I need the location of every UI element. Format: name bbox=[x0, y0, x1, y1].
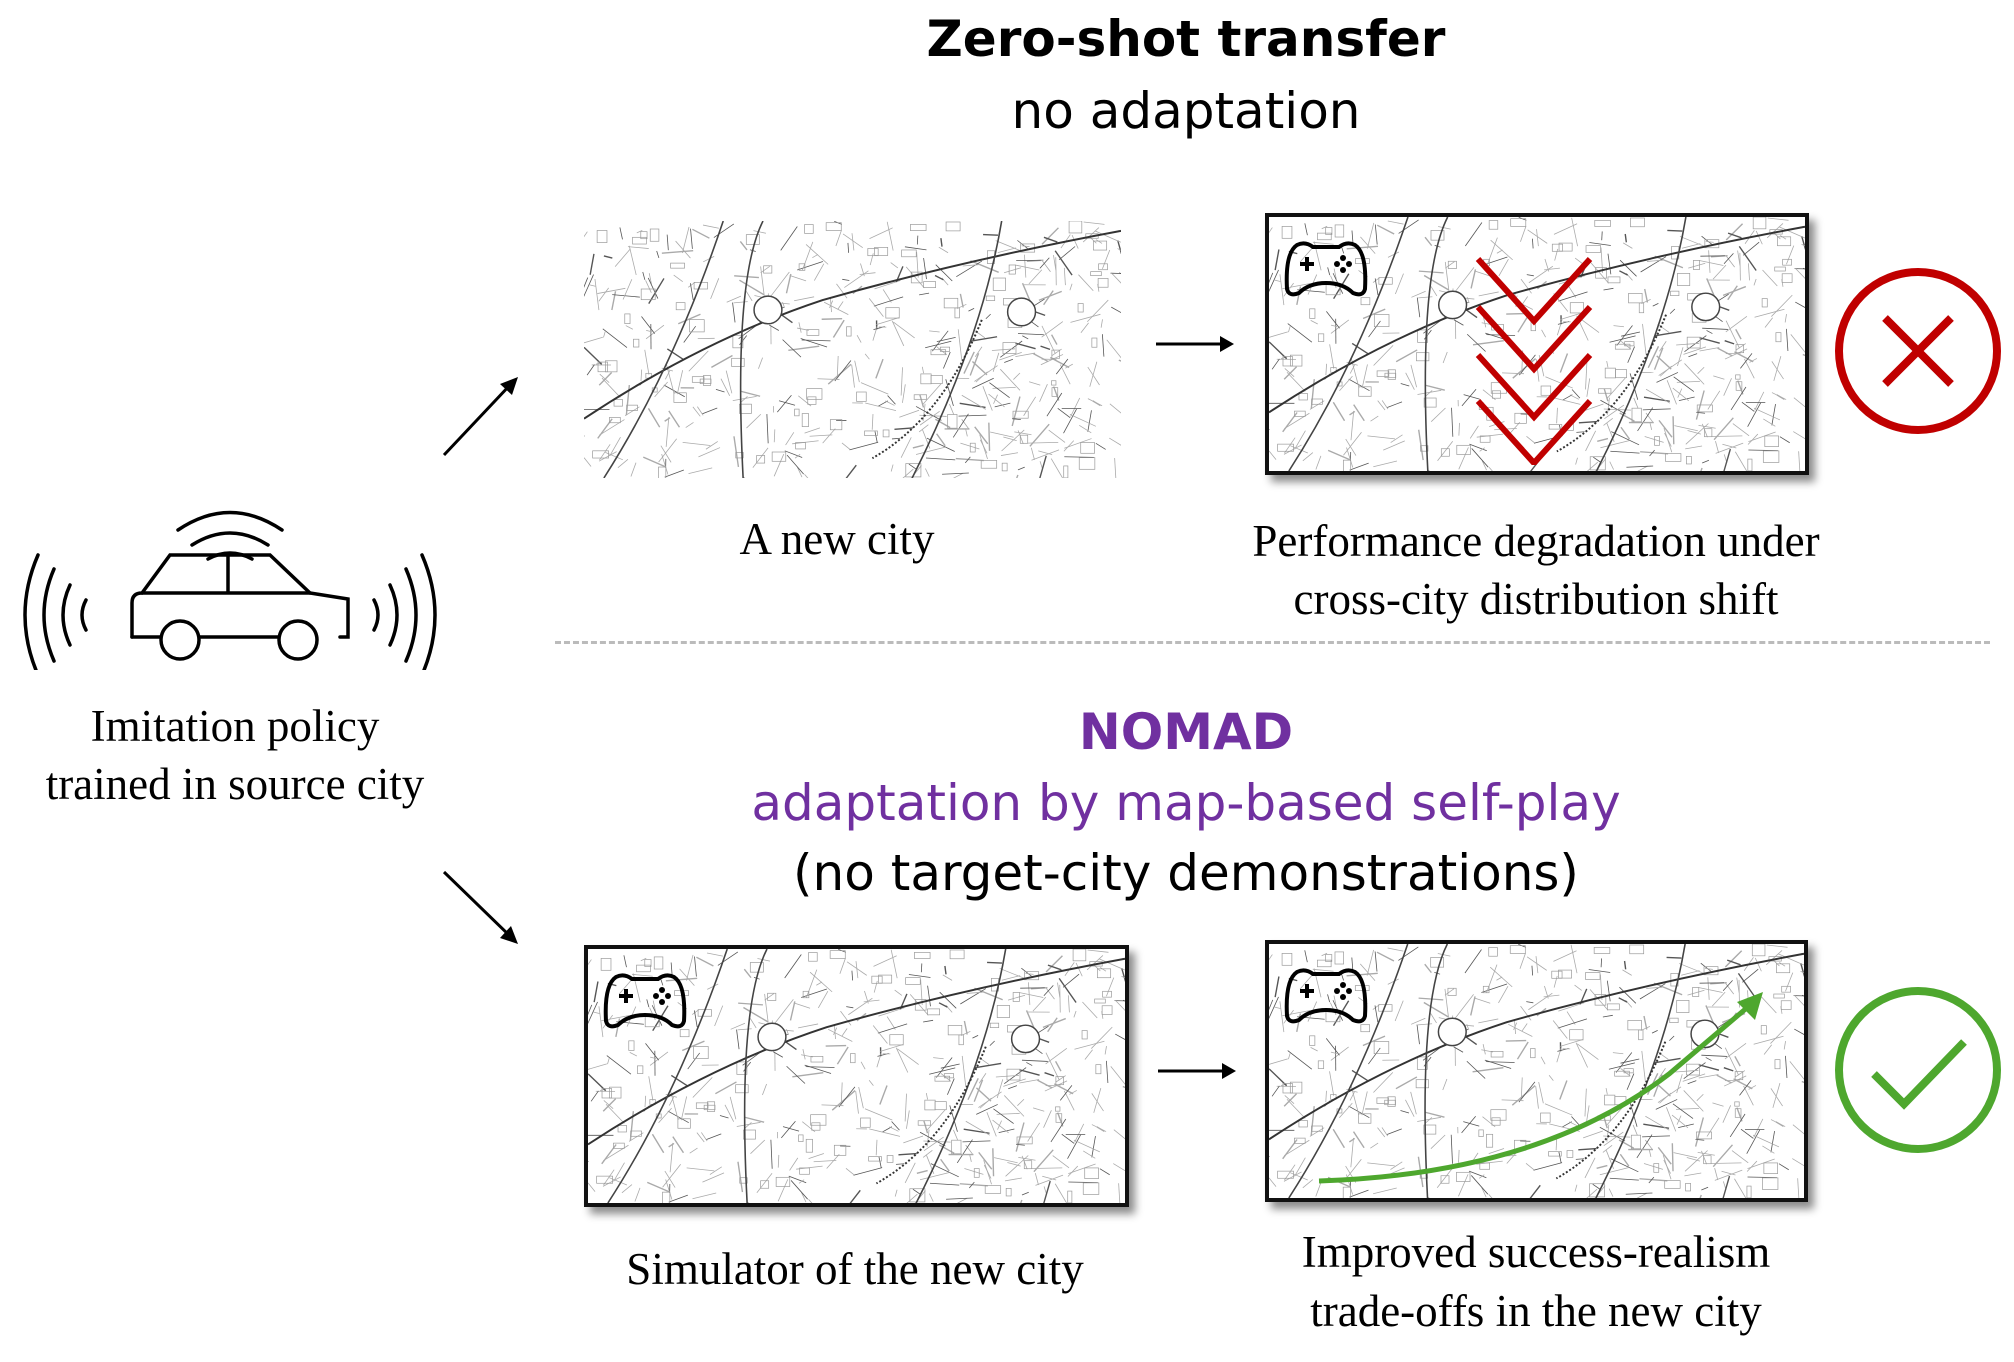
gamepad-icon bbox=[603, 973, 687, 1029]
gamepad-icon bbox=[1284, 241, 1368, 297]
improved-simulation-map bbox=[1265, 940, 1808, 1202]
arrow-right-icon bbox=[1158, 1063, 1236, 1079]
section-divider bbox=[555, 641, 1990, 644]
nomad-subtitle: adaptation by map-based self-play bbox=[751, 774, 1621, 832]
nomad-note: (no target-city demonstrations) bbox=[793, 844, 1579, 902]
new-city-caption: A new city bbox=[739, 514, 935, 564]
degradation-chevrons-icon bbox=[1475, 256, 1593, 465]
connected-car-icon bbox=[23, 510, 437, 670]
zero-shot-subtitle: no adaptation bbox=[1011, 82, 1361, 140]
simulator-map bbox=[584, 945, 1129, 1207]
check-circle-icon bbox=[1835, 987, 2001, 1153]
street-map-texture bbox=[1269, 217, 1805, 471]
simulator-caption: Simulator of the new city bbox=[626, 1244, 1084, 1294]
arrow-up-right-icon bbox=[442, 377, 518, 457]
nomad-title: NOMAD bbox=[1078, 703, 1294, 761]
gamepad-icon bbox=[1284, 968, 1368, 1024]
policy-caption-line2: trained in source city bbox=[45, 759, 425, 809]
improvement-trend-arrow-icon bbox=[1318, 992, 1763, 1184]
x-circle-icon bbox=[1835, 268, 2001, 434]
improved-caption-line1: Improved success-realism bbox=[1301, 1227, 1771, 1277]
arrow-right-icon bbox=[1156, 336, 1234, 352]
degradation-caption-line2: cross-city distribution shift bbox=[1293, 574, 1779, 624]
improved-caption-line2: trade-offs in the new city bbox=[1310, 1286, 1762, 1336]
arrow-down-right-icon bbox=[442, 870, 518, 944]
policy-caption-line1: Imitation policy bbox=[90, 701, 380, 751]
degradation-caption-line1: Performance degradation under bbox=[1252, 516, 1820, 566]
zero-shot-title: Zero-shot transfer bbox=[926, 10, 1446, 68]
street-map-texture bbox=[588, 949, 1125, 1203]
degraded-simulation-map bbox=[1265, 213, 1809, 475]
street-map-texture bbox=[584, 221, 1121, 478]
new-city-map bbox=[584, 221, 1121, 478]
